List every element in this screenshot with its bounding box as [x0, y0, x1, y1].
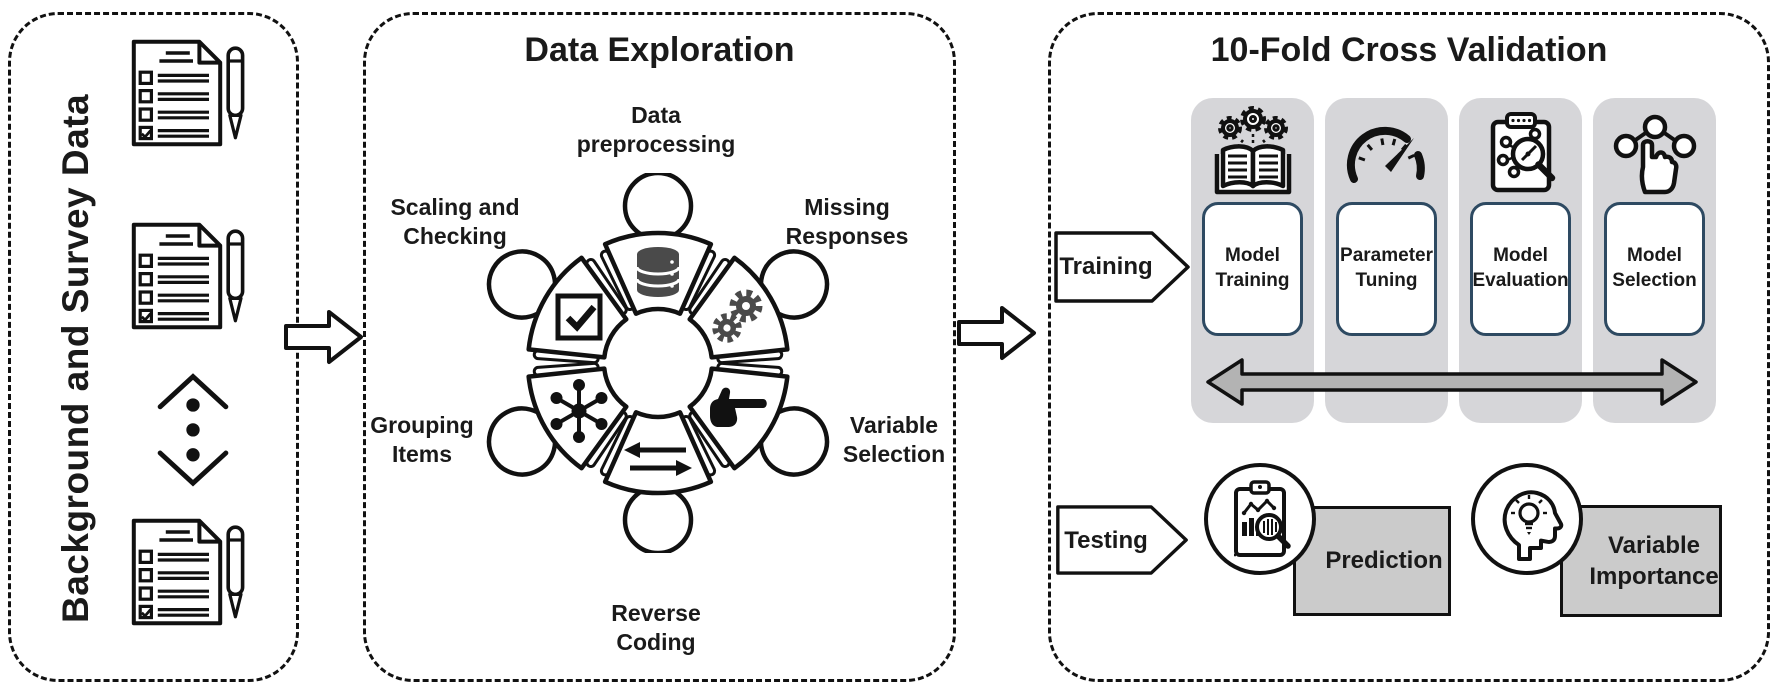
pentagon-shape: [1054, 231, 1190, 303]
ring-label-scaling-checking: Scaling and Checking: [390, 194, 520, 249]
flow-arrow-icon: [284, 310, 363, 364]
ellipsis-separator-icon: [157, 373, 229, 487]
panel-cross-validation: 10-Fold Cross Validation Training: [1048, 12, 1770, 682]
step-box-parameter-tuning: Parameter Tuning: [1336, 202, 1437, 336]
ring-label-grouping-items: Grouping Items: [370, 412, 474, 467]
clipboard-magnifier-icon: [1459, 104, 1582, 200]
step-label: Parameter Tuning: [1340, 245, 1433, 291]
prediction-box: Prediction: [1293, 506, 1451, 616]
step-label: Model Evaluation: [1472, 245, 1569, 291]
ring-label-reverse-coding: Reverse Coding: [611, 600, 701, 655]
ring-label-missing-responses: Missing Responses: [785, 194, 909, 249]
double-arrow-icon: [1206, 358, 1698, 406]
book-gears-icon: [1191, 104, 1314, 200]
variable-importance-box: Variable Importance: [1560, 505, 1722, 617]
testing-label: Testing: [1064, 527, 1148, 554]
right-panel-title: 10-Fold Cross Validation: [1210, 31, 1608, 69]
ring-label-variable-selection: Variable Selection: [842, 412, 946, 467]
cv-column-parameter-tuning: Parameter Tuning: [1325, 98, 1448, 423]
panel-background-survey-data: Background and Survey Data: [8, 12, 299, 682]
pointing-hand-icon: [710, 387, 767, 427]
middle-panel-title: Data Exploration: [524, 31, 795, 69]
prediction-label: Prediction: [1325, 547, 1443, 575]
training-label: Training: [1059, 253, 1153, 280]
variable-importance-label: Variable Importance: [1589, 531, 1719, 590]
step-box-model-evaluation: Model Evaluation: [1470, 202, 1571, 336]
step-box-model-training: Model Training: [1202, 202, 1303, 336]
cv-column-model-selection: Model Selection: [1593, 98, 1716, 423]
speedometer-icon: [1325, 104, 1448, 200]
checkbox-icon: [555, 293, 603, 341]
training-tag: Training: [1054, 231, 1190, 303]
panel-data-exploration: Data Exploration: [363, 12, 956, 682]
step-label: Model Training: [1215, 245, 1290, 291]
cv-column-model-evaluation: Model Evaluation: [1459, 98, 1582, 423]
network-icon: [550, 379, 608, 443]
pentagon-shape: [1056, 505, 1188, 575]
flow-arrow-icon: [957, 306, 1036, 360]
database-icon: [635, 247, 681, 297]
clipboard-chart-icon: [1204, 463, 1316, 575]
survey-checklist-icon: [131, 518, 245, 626]
swap-arrows-icon: [624, 442, 692, 476]
step-box-model-selection: Model Selection: [1604, 202, 1705, 336]
survey-checklist-icon: [131, 39, 245, 147]
hand-select-icon: [1593, 104, 1716, 200]
head-bulb-icon: [1471, 463, 1583, 575]
cv-column-model-training: Model Training: [1191, 98, 1314, 423]
ring-label-data-preprocessing: Data preprocessing: [576, 102, 736, 157]
step-label: Model Selection: [1612, 245, 1697, 291]
survey-checklist-icon: [131, 222, 245, 330]
testing-tag: Testing: [1054, 505, 1190, 575]
left-panel-title: Background and Survey Data: [55, 93, 96, 623]
process-ring: [468, 173, 848, 553]
